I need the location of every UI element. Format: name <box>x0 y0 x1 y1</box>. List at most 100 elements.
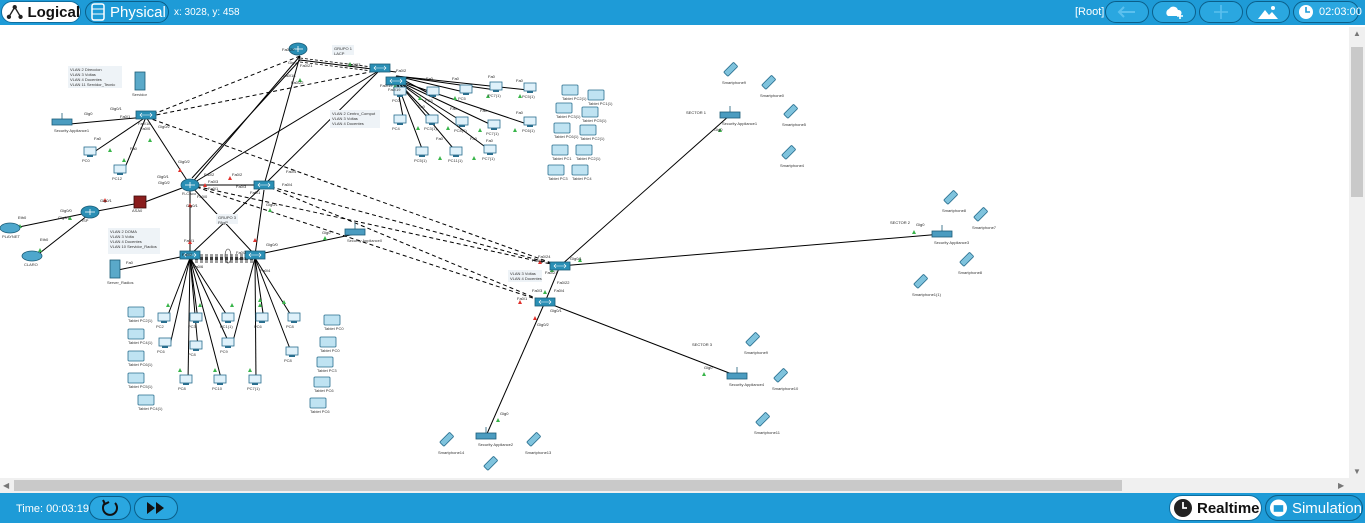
logical-view-button[interactable]: Logical <box>1 1 81 23</box>
tablet-device[interactable] <box>127 372 145 384</box>
appliance-device[interactable] <box>931 225 953 238</box>
network-link[interactable] <box>189 184 546 303</box>
vertical-scrollbar[interactable]: ▲ ▼ <box>1349 27 1365 493</box>
network-link[interactable] <box>187 257 191 383</box>
network-link[interactable] <box>559 114 731 267</box>
pc-device[interactable] <box>393 86 407 97</box>
router-device[interactable] <box>288 42 308 56</box>
pc-device[interactable] <box>179 374 193 385</box>
cloud-device[interactable] <box>21 250 43 262</box>
realtime-mode-button[interactable]: Realtime <box>1169 495 1262 521</box>
pc-device[interactable] <box>449 146 463 157</box>
network-link[interactable] <box>395 79 467 125</box>
tablet-device[interactable] <box>575 144 593 156</box>
tablet-device[interactable] <box>581 106 599 118</box>
network-link[interactable] <box>544 265 561 303</box>
router-device[interactable] <box>80 205 100 219</box>
network-link[interactable] <box>145 55 301 118</box>
phone-device[interactable] <box>439 432 454 447</box>
switch-device[interactable] <box>253 180 275 190</box>
pc-device[interactable] <box>393 114 407 125</box>
network-link[interactable] <box>145 69 381 118</box>
network-link[interactable] <box>395 79 531 126</box>
network-link[interactable] <box>395 79 493 153</box>
network-link[interactable] <box>559 233 943 267</box>
tablet-device[interactable] <box>555 102 573 114</box>
scroll-right-icon[interactable]: ▶ <box>1338 481 1345 490</box>
cloud-device[interactable] <box>0 222 21 234</box>
network-link[interactable] <box>165 257 191 321</box>
tablet-device[interactable] <box>587 89 605 101</box>
network-link[interactable] <box>191 59 301 179</box>
etherchannel-link[interactable] <box>299 61 381 73</box>
server-device[interactable] <box>134 71 146 91</box>
phone-device[interactable] <box>943 190 958 205</box>
network-link[interactable] <box>69 116 147 125</box>
network-link[interactable] <box>263 184 546 303</box>
pc-device[interactable] <box>255 312 269 323</box>
pc-device[interactable] <box>248 374 262 385</box>
scroll-down-icon[interactable]: ▼ <box>1353 467 1361 476</box>
network-link[interactable] <box>395 79 497 128</box>
network-link[interactable] <box>254 189 265 256</box>
phone-device[interactable] <box>526 432 541 447</box>
network-link[interactable] <box>145 116 191 186</box>
tablet-device[interactable] <box>127 350 145 362</box>
phone-device[interactable] <box>973 207 988 222</box>
network-link[interactable] <box>93 116 147 153</box>
scroll-up-icon[interactable]: ▲ <box>1353 29 1361 38</box>
firewall-device[interactable] <box>133 195 147 209</box>
horizontal-scroll-thumb[interactable] <box>14 480 1122 491</box>
vertical-scroll-thumb[interactable] <box>1351 47 1363 197</box>
switch-device[interactable] <box>385 76 407 86</box>
pc-device[interactable] <box>489 81 503 92</box>
phone-device[interactable] <box>783 104 798 119</box>
phone-device[interactable] <box>913 274 928 289</box>
pc-device[interactable] <box>455 116 469 127</box>
tablet-device[interactable] <box>571 164 589 176</box>
pc-device[interactable] <box>221 312 235 323</box>
scroll-left-icon[interactable]: ◀ <box>3 481 10 490</box>
pc-device[interactable] <box>487 119 501 130</box>
pc-device[interactable] <box>221 337 235 348</box>
network-link[interactable] <box>13 211 93 229</box>
pc-device[interactable] <box>523 82 537 93</box>
tablet-device[interactable] <box>551 144 569 156</box>
fast-forward-button[interactable] <box>134 496 178 520</box>
horizontal-scrollbar[interactable]: ◀ ▶ <box>0 478 1349 493</box>
phone-device[interactable] <box>959 252 974 267</box>
phone-device[interactable] <box>761 75 776 90</box>
pc-device[interactable] <box>426 86 440 97</box>
pc-device[interactable] <box>189 340 203 351</box>
network-link[interactable] <box>189 184 561 267</box>
switch-device[interactable] <box>369 63 391 73</box>
server-device[interactable] <box>109 259 121 279</box>
phone-device[interactable] <box>781 145 796 160</box>
tablet-device[interactable] <box>127 306 145 318</box>
move-object-button[interactable] <box>1199 1 1243 23</box>
phone-device[interactable] <box>773 368 788 383</box>
pc-device[interactable] <box>158 337 172 348</box>
network-link[interactable] <box>189 257 199 349</box>
network-link[interactable] <box>263 69 381 186</box>
physical-view-button[interactable]: Physical <box>85 1 169 23</box>
power-cycle-button[interactable] <box>89 496 131 520</box>
pc-device[interactable] <box>83 146 97 157</box>
network-link[interactable] <box>395 75 497 91</box>
pc-device[interactable] <box>483 144 497 155</box>
network-link[interactable] <box>123 116 147 171</box>
etherchannel-link[interactable] <box>299 57 381 69</box>
network-link[interactable] <box>254 233 356 256</box>
tablet-device[interactable] <box>323 314 341 326</box>
pc-device[interactable] <box>213 374 227 385</box>
phone-device[interactable] <box>745 332 760 347</box>
topology-diagram[interactable]: ServidorFa0/18Fa0/19R-CiscoASA0ISPPLAYNE… <box>0 27 1349 478</box>
network-link[interactable] <box>254 257 295 321</box>
viewport-clock-button[interactable] <box>1293 1 1359 23</box>
tablet-device[interactable] <box>316 356 334 368</box>
network-link[interactable] <box>254 257 293 355</box>
